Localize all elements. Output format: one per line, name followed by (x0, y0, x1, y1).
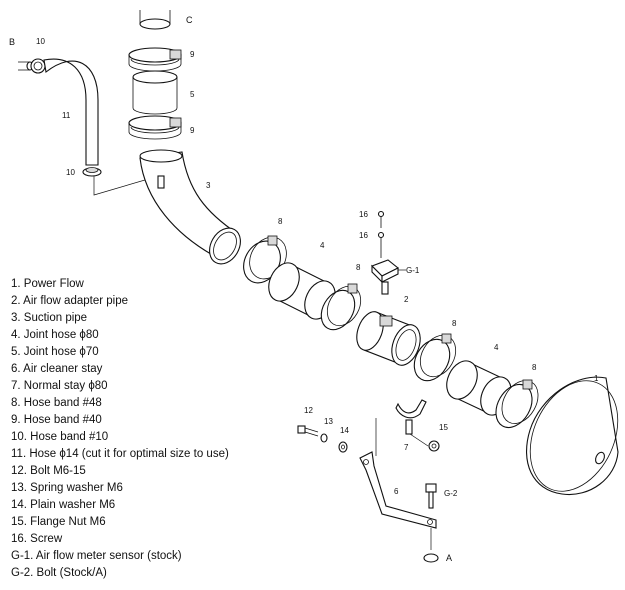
legend-item: 9. Hose band #40 (11, 414, 102, 426)
hose-band-9-lower (128, 115, 182, 140)
label-16-a: 16 (359, 210, 368, 219)
legend-item: 16. Screw (11, 533, 63, 545)
spring-washer-13 (320, 433, 328, 443)
mount-point-a (423, 553, 439, 563)
label-4-a: 4 (320, 241, 325, 250)
leader-7-15 (409, 433, 429, 447)
power-flow-1 (526, 376, 619, 496)
label-a: A (446, 553, 452, 563)
label-b: B (9, 37, 15, 47)
legend-item: 10. Hose band #10 (11, 431, 109, 443)
legend-item: 5. Joint hose ϕ70 (11, 346, 99, 358)
hose-band-8-c (413, 333, 457, 382)
joint-hose-5 (132, 70, 178, 115)
label-3: 3 (206, 181, 211, 190)
label-9-upper: 9 (190, 50, 195, 59)
pipe-end-c (139, 10, 171, 30)
screw-16-b (377, 231, 385, 258)
bolt-12 (297, 425, 319, 437)
label-8-d: 8 (532, 363, 537, 372)
joint-hose-4-b (446, 360, 512, 416)
screw-16-a (377, 210, 385, 228)
suction-pipe-3 (139, 149, 241, 265)
label-14: 14 (340, 426, 349, 435)
label-8-b: 8 (356, 263, 361, 272)
label-16-b: 16 (359, 231, 368, 240)
bolt-g2 (425, 483, 437, 509)
label-6: 6 (394, 487, 399, 496)
legend-item: 4. Joint hose ϕ80 (11, 329, 99, 341)
hose-band-8-d (495, 379, 539, 429)
hose-band-9-upper (128, 47, 182, 72)
legend-item: 14. Plain washer M6 (11, 499, 116, 511)
label-12: 12 (304, 406, 313, 415)
hose-band-8-b (320, 283, 362, 331)
label-15: 15 (439, 423, 448, 432)
label-10-lower: 10 (66, 168, 75, 177)
legend-item: G-2. Bolt (Stock/A) (11, 567, 107, 579)
plain-washer-14 (338, 441, 348, 453)
legend-item: 6. Air cleaner stay (11, 363, 103, 375)
legend-item: 3. Suction pipe (11, 312, 88, 324)
legend-item: 2. Air flow adapter pipe (11, 295, 128, 307)
legend-item: 13. Spring washer M6 (11, 482, 123, 494)
label-2: 2 (404, 295, 409, 304)
legend-item: 7. Normal stay ϕ80 (11, 380, 108, 392)
legend-item: 1. Power Flow (11, 278, 84, 290)
legend-item: G-1. Air flow meter sensor (stock) (11, 550, 182, 562)
air-cleaner-stay-6 (359, 451, 437, 529)
label-13: 13 (324, 417, 333, 426)
air-flow-adapter-pipe-2 (356, 311, 421, 366)
label-7: 7 (404, 443, 409, 452)
hose-band-10-lower (82, 167, 102, 177)
hose-11 (43, 58, 99, 166)
leader-10-to-suction (93, 174, 163, 196)
label-g1: G-1 (406, 266, 420, 275)
flange-nut-15 (428, 440, 440, 452)
hose-band-10-upper (30, 58, 46, 74)
air-flow-meter-sensor-g1 (371, 259, 400, 295)
label-8-c: 8 (452, 319, 457, 328)
label-g2: G-2 (444, 489, 458, 498)
legend-item: 15. Flange Nut M6 (11, 516, 106, 528)
legend-item: 12. Bolt M6-15 (11, 465, 86, 477)
label-c: C (186, 15, 193, 25)
parts-legend: 1. Power Flow 2. Air flow adapter pipe 3… (11, 276, 229, 582)
label-9-lower: 9 (190, 126, 195, 135)
legend-item: 11. Hose ϕ14 (cut it for optimal size to… (11, 448, 229, 460)
label-11: 11 (62, 111, 71, 120)
label-10-upper: 10 (36, 37, 45, 46)
legend-item: 8. Hose band #48 (11, 397, 102, 409)
label-8-a: 8 (278, 217, 283, 226)
label-5: 5 (190, 90, 195, 99)
label-4-b: 4 (494, 343, 499, 352)
normal-stay-7 (395, 399, 427, 435)
label-1: 1 (594, 374, 599, 383)
